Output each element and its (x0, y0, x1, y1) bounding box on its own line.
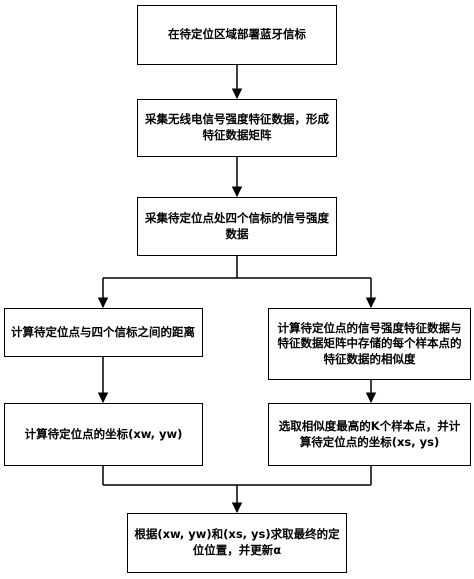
node-select-k: 选取相似度最高的K个样本点，并计算待定位点的坐标(xs, ys) (268, 403, 471, 466)
node-compute-coord-w: 计算待定位点的坐标(xw, yw) (4, 403, 203, 466)
node-collect-point-rssi: 采集待定位点处四个信标的信号强度数据 (137, 197, 337, 256)
node-deploy-beacons: 在待定位区域部署蓝牙信标 (137, 5, 337, 65)
node-final-position: 根据(xw, yw)和(xs, ys)求取最终的定位位置，并更新α (127, 513, 347, 573)
node-compute-distance: 计算待定位点与四个信标之间的距离 (4, 308, 203, 357)
node-collect-point-rssi-label: 采集待定位点处四个信标的信号强度数据 (145, 210, 329, 241)
node-final-position-label: 根据(xw, yw)和(xs, ys)求取最终的定位位置，并更新α (134, 527, 340, 557)
node-compute-coord-w-label: 计算待定位点的坐标(xw, yw) (24, 426, 183, 441)
node-collect-rssi-label: 采集无线电信号强度特征数据，形成特征数据矩阵 (145, 112, 329, 142)
node-compute-similarity: 计算待定位点的信号强度特征数据与特征数据矩阵中存储的每个样本点的特征数据的相似度 (268, 308, 471, 380)
node-collect-rssi: 采集无线电信号强度特征数据，形成特征数据矩阵 (137, 99, 337, 157)
node-deploy-beacons-label: 在待定位区域部署蓝牙信标 (168, 27, 306, 42)
node-compute-similarity-label: 计算待定位点的信号强度特征数据与特征数据矩阵中存储的每个样本点的特征数据的相似度 (277, 320, 462, 366)
node-compute-distance-label: 计算待定位点与四个信标之间的距离 (11, 324, 195, 339)
node-select-k-label: 选取相似度最高的K个样本点，并计算待定位点的坐标(xs, ys) (278, 418, 461, 449)
